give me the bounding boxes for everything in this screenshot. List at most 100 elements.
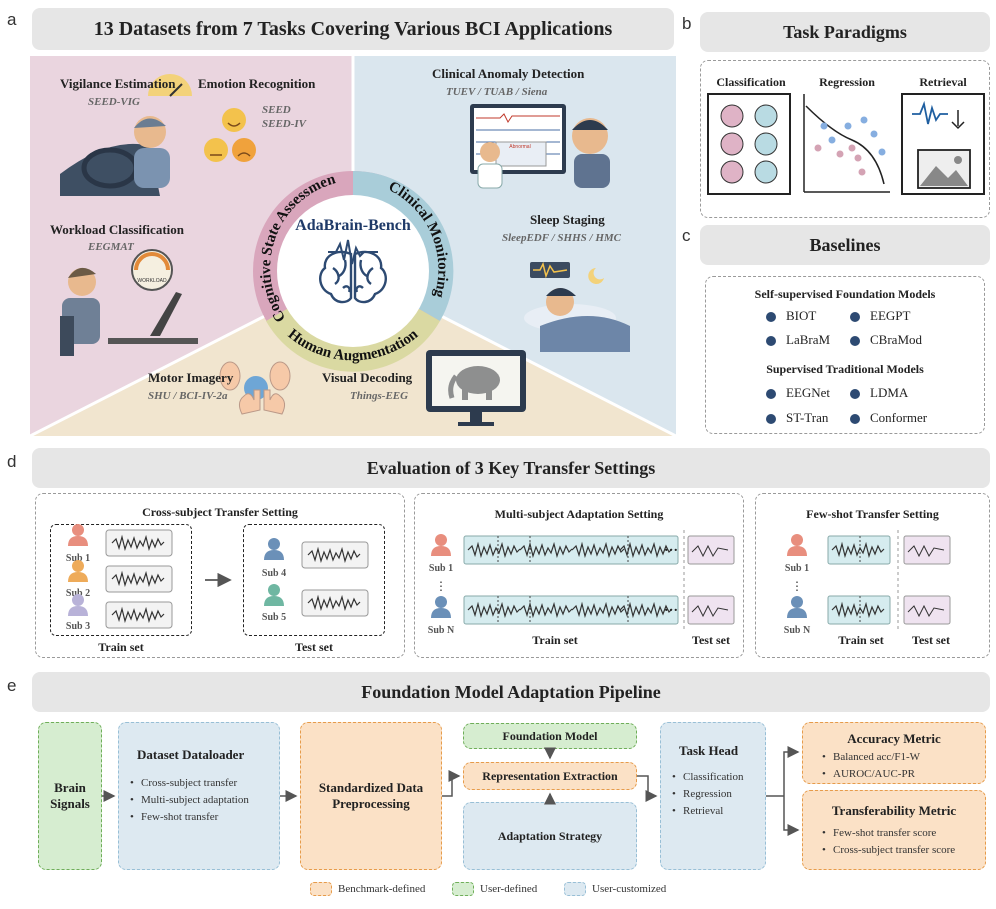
baseline-eegpt: EEGPT [850,308,910,324]
cross-sub5: Sub 5 [261,612,287,623]
cross-subject-box [35,493,405,658]
paradigm-icons [707,93,985,195]
bullet-icon [766,414,776,425]
cross-test-box [243,524,385,636]
sleep-illustration [524,261,630,352]
head-item: Retrieval [672,803,765,820]
dataset-motor: SHU / BCI-IV-2a [148,390,228,402]
retrieval-icon [901,93,985,195]
multi-title: Multi-subject Adaptation Setting [494,507,664,521]
dataset-anomaly: TUEV / TUAB / Siena [446,86,548,98]
task-sleep: Sleep Staging [530,212,605,227]
task-motor: Motor Imagery [148,370,234,385]
motor-illustration [219,361,291,415]
baseline-biot: BIOT [766,308,816,324]
multi-train-label: Train set [532,633,578,647]
paradigm-regression: Regression [819,75,875,89]
gauge-icon [148,74,192,96]
group-self-supervised: Self-supervised Foundation Models [754,287,936,301]
bullet-icon [850,336,860,347]
panel-c-title: Baselines [700,225,990,265]
bullet-icon [850,312,860,323]
transfer-item: Cross-subject transfer score [822,842,985,859]
classification-icon [720,104,778,184]
multi-test-label: Test set [692,633,730,647]
center-title: AdaBrain-Bench [295,217,411,234]
cross-test-label: Test set [295,640,333,654]
paradigm-retrieval: Retrieval [919,75,967,89]
panel-b-title: Task Paradigms [700,12,990,52]
loader-item: Few-shot transfer [130,809,279,826]
foundation-model-box: Foundation Model [463,723,637,749]
task-workload: Workload Classification [50,222,184,237]
ellipsis-1: … [664,540,678,555]
panel-label-b: b [682,14,692,33]
multi-sub1: Sub 1 [428,563,454,574]
workload-illustration: WORKLOAD [60,249,198,356]
task-anomaly: Clinical Anomaly Detection [432,66,585,81]
panel-a-illustration: Cognitive State Assessment Clinical Moni… [30,56,676,436]
svg-text:Abnormal: Abnormal [509,144,530,150]
acc-item: AUROC/AUC-PR [822,766,985,783]
baselines-box [705,276,985,434]
brain-icon [319,250,387,304]
legend-benchmark: Benchmark-defined [310,882,425,896]
panel-label-d: d [7,452,17,471]
head-item: Regression [672,786,765,803]
group-supervised: Supervised Traditional Models [766,362,924,376]
loader-item: Cross-subject transfer [130,775,279,792]
panel-label-a: a [7,10,17,29]
baseline-conformer: Conformer [850,410,927,426]
cross-sub2: Sub 2 [65,588,91,599]
clinical-illustration: Abnormal [470,104,610,189]
multi-subn: Sub N [427,625,455,636]
legend-user-customized: User-customized [564,882,666,896]
cross-sub1: Sub 1 [65,553,91,564]
few-sub1: Sub 1 [784,563,810,574]
driver-illustration [60,74,192,196]
few-train-label: Train set [838,633,884,647]
adaptation-box: Adaptation Strategy [463,802,637,870]
dataloader-box: Dataset Dataloader Cross-subject transfe… [118,722,280,870]
bullet-icon [766,312,776,323]
dataset-sleep: SleepEDF / SHHS / HMC [502,232,621,244]
cross-title: Cross-subject Transfer Setting [142,505,298,519]
loader-item: Multi-subject adaptation [130,792,279,809]
bullet-icon [766,336,776,347]
dataset-workload: EEGMAT [88,241,134,253]
dataset-emotion-seediv: SEED-IV [262,118,307,130]
few-subn: Sub N [783,625,811,636]
panel-d-title: Evaluation of 3 Key Transfer Settings [32,448,990,488]
bullet-icon [850,389,860,400]
cross-train-label: Train set [98,640,144,654]
baseline-labram: LaBraM [766,332,830,348]
brain-signals-box: Brain Signals [38,722,102,870]
few-test-label: Test set [912,633,950,647]
representation-box: Representation Extraction [463,762,637,790]
accuracy-metric-box: Accuracy Metric Balanced acc/F1-W AUROC/… [802,722,986,784]
panel-label-e: e [7,676,17,695]
cross-sub3: Sub 3 [65,621,91,632]
regression-icon [803,94,890,193]
transferability-metric-box: Transferability Metric Few-shot transfer… [802,790,986,870]
acc-item: Balanced acc/F1-W [822,749,985,766]
legend-user-defined: User-defined [452,882,537,896]
baseline-cbramod: CBraMod [850,332,922,348]
bullet-icon [766,389,776,400]
baseline-eegnet: EEGNet [766,385,830,401]
svg-text:WORKLOAD: WORKLOAD [137,278,167,284]
emotion-faces [204,108,256,162]
baseline-ldma: LDMA [850,385,908,401]
preprocessing-box: Standardized Data Preprocessing [300,722,442,870]
moon-icon [588,268,604,284]
cross-sub4: Sub 4 [261,568,287,579]
head-item: Classification [672,769,765,786]
few-title: Few-shot Transfer Setting [806,507,939,521]
bullet-icon [850,414,860,425]
panel-a-title: 13 Datasets from 7 Tasks Covering Variou… [32,8,674,50]
dataset-emotion-seed: SEED [262,104,291,116]
task-visual: Visual Decoding [322,370,413,385]
panel-e-title: Foundation Model Adaptation Pipeline [32,672,990,712]
dataset-visual: Things-EEG [350,390,409,402]
center-circle [277,195,429,347]
